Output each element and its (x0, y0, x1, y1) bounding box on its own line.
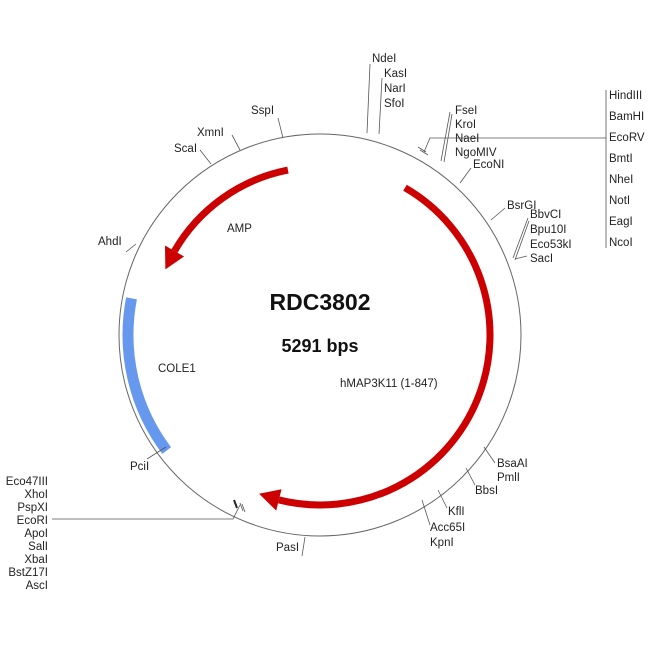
site-nhei[interactable]: NheI (609, 174, 633, 186)
site-bamhi[interactable]: BamHI (609, 111, 644, 123)
site-econi[interactable]: EcoNI (473, 159, 504, 171)
site-bbsi[interactable]: BbsI (475, 485, 498, 497)
site-leader-lines (52, 63, 607, 557)
site-pmli[interactable]: PmlI (497, 472, 520, 484)
site-eco47iii[interactable]: Eco47III (6, 476, 48, 488)
site-pcii[interactable]: PciI (130, 461, 149, 473)
site-ahdi[interactable]: AhdI (98, 236, 122, 248)
site-bstz17i[interactable]: BstZ17I (8, 567, 48, 579)
site-kasi[interactable]: KasI (384, 68, 407, 80)
site-kroi[interactable]: KroI (455, 119, 476, 131)
site-pasi[interactable]: PasI (276, 542, 299, 554)
site-bpu10i[interactable]: Bpu10I (530, 224, 566, 236)
site-eco53ki[interactable]: Eco53kI (530, 239, 572, 251)
site-naei[interactable]: NaeI (455, 133, 479, 145)
site-apoi[interactable]: ApoI (24, 528, 48, 540)
site-sspi[interactable]: SspI (251, 105, 274, 117)
site-bbvci[interactable]: BbvCI (530, 209, 561, 221)
amp-label: AMP (227, 223, 252, 235)
site-xmni[interactable]: XmnI (197, 127, 224, 139)
amp-arrowhead (164, 245, 185, 270)
site-noti[interactable]: NotI (609, 195, 630, 207)
site-acc65i[interactable]: Acc65I (430, 522, 465, 534)
site-bsrgi[interactable]: BsrGI (507, 200, 536, 212)
amp-feature-arc[interactable] (171, 166, 289, 253)
site-saci[interactable]: SacI (530, 253, 553, 265)
cole1-feature-arc[interactable] (122, 297, 172, 454)
site-ngomiv[interactable]: NgoMIV (455, 147, 497, 159)
site-nari[interactable]: NarI (384, 83, 406, 95)
site-bsaai[interactable]: BsaAI (497, 458, 528, 470)
site-labels: NdeI KasI NarI SfoI HindIII BamHI EcoRV … (6, 53, 645, 592)
site-asci[interactable]: AscI (26, 580, 48, 592)
site-bmti[interactable]: BmtI (609, 153, 633, 165)
site-scai[interactable]: ScaI (174, 143, 197, 155)
site-xbai[interactable]: XbaI (24, 554, 48, 566)
insert-arrowhead (259, 489, 282, 511)
site-ecorv[interactable]: EcoRV (609, 132, 645, 144)
site-kpni[interactable]: KpnI (430, 537, 454, 549)
site-fsei[interactable]: FseI (455, 105, 477, 117)
site-sali[interactable]: SalI (28, 541, 48, 553)
insert-label: hMAP3K11 (1-847) (340, 378, 438, 390)
insert-feature-arc[interactable] (278, 184, 494, 509)
site-pspxi[interactable]: PspXI (17, 502, 48, 514)
plasmid-name: RDC3802 (270, 289, 371, 315)
cole1-label: COLE1 (158, 363, 196, 375)
backbone-circle (118, 133, 522, 537)
site-eagi[interactable]: EagI (609, 216, 633, 228)
site-sfoi[interactable]: SfoI (384, 98, 404, 110)
plasmid-size: 5291 bps (281, 336, 358, 356)
site-xhoi[interactable]: XhoI (24, 489, 48, 501)
site-ecori[interactable]: EcoRI (17, 515, 48, 527)
site-ndei[interactable]: NdeI (372, 53, 396, 65)
site-ncoi[interactable]: NcoI (609, 237, 633, 249)
site-kfli[interactable]: KflI (448, 506, 465, 518)
site-hindiii[interactable]: HindIII (609, 90, 642, 102)
